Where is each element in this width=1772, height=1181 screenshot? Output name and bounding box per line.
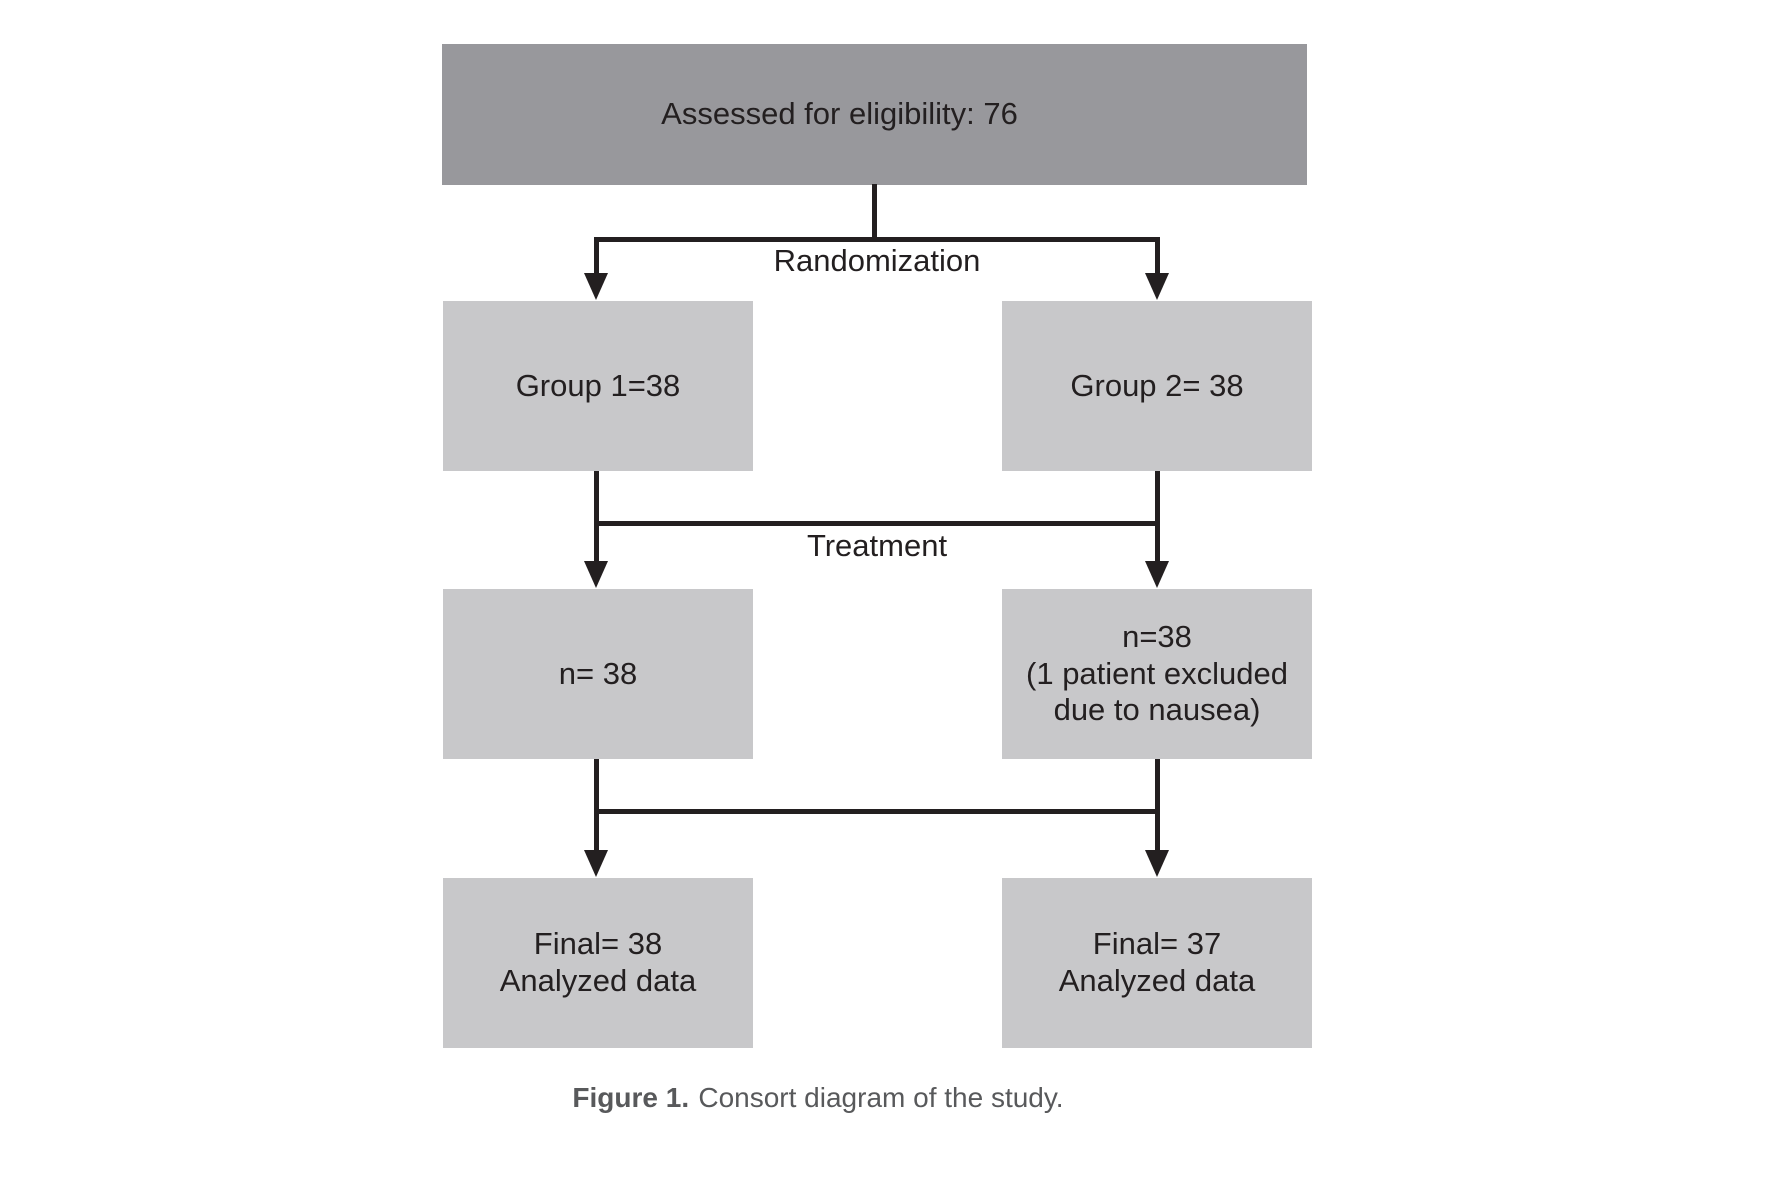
final1-line2: Analyzed data [499, 963, 697, 998]
randomization-label: Randomization [773, 243, 981, 278]
n2-line2: (1 patient excluded [1026, 655, 1288, 691]
arrow-down-icon [584, 273, 608, 300]
connector-n1-to-final1 [594, 759, 599, 851]
connector-group2-to-n2 [1155, 471, 1160, 563]
arrow-down-icon [1145, 561, 1169, 588]
final2-line1: Final= 37 [1092, 926, 1222, 962]
figure-caption: Figure 1. Consort diagram of the study. [0, 1082, 1636, 1114]
arrow-down-icon [584, 561, 608, 588]
final1-line1: Final= 38 [533, 926, 663, 962]
assessed-for-eligibility-box: Assessed for eligibility: 76 [442, 44, 1307, 185]
final2-box: Final= 37 Analyzed data [1002, 878, 1312, 1048]
arrow-down-icon [584, 850, 608, 877]
randomization-split-line [594, 237, 1160, 242]
group2-box: Group 2= 38 [1002, 301, 1312, 471]
connector-n2-to-final2 [1155, 759, 1160, 851]
final2-line2: Analyzed data [1058, 963, 1256, 998]
figure-caption-text: Consort diagram of the study. [698, 1082, 1064, 1113]
n2-line1: n=38 [1122, 619, 1192, 655]
final1-box: Final= 38 Analyzed data [443, 878, 753, 1048]
group1-label: Group 1=38 [515, 367, 681, 403]
connector-to-group1 [594, 237, 599, 276]
treatment-label: Treatment [806, 528, 948, 563]
final-cross-line [594, 809, 1160, 814]
n1-box: n= 38 [443, 589, 753, 759]
connector-to-group2 [1155, 237, 1160, 276]
group1-box: Group 1=38 [443, 301, 753, 471]
assessed-label: Assessed for eligibility: 76 [661, 96, 1018, 132]
figure-caption-number: Figure 1. [572, 1082, 690, 1113]
connector-top-stub [872, 184, 877, 239]
treatment-cross-line [594, 521, 1160, 526]
n1-label: n= 38 [558, 655, 638, 691]
n2-line3: due to nausea) [1053, 692, 1261, 728]
connector-group1-to-n1 [594, 471, 599, 563]
arrow-down-icon [1145, 273, 1169, 300]
group2-label: Group 2= 38 [1070, 367, 1244, 403]
arrow-down-icon [1145, 850, 1169, 877]
n2-box: n=38 (1 patient excluded due to nausea) [1002, 589, 1312, 759]
